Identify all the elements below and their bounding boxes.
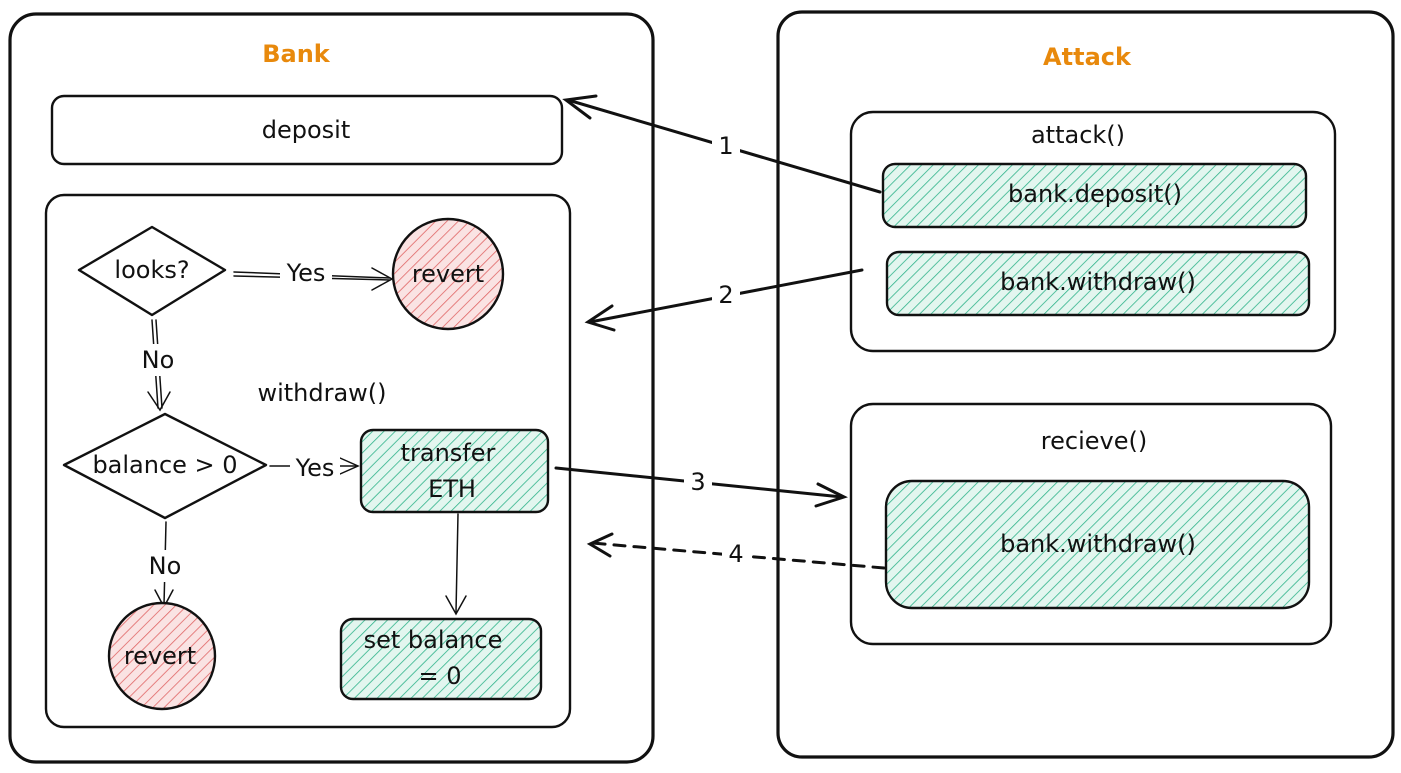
bank-title: Bank	[262, 40, 331, 68]
no-arrow-top: No	[136, 319, 180, 412]
bank-container: Bank	[8, 12, 655, 764]
withdraw-call-label: bank.withdraw()	[1000, 268, 1196, 296]
revert-top-node: revert	[391, 217, 505, 331]
withdraw-call-node: bank.withdraw()	[885, 250, 1311, 317]
arrow-1: 1	[562, 94, 882, 194]
deposit-label: deposit	[262, 116, 351, 144]
withdraw-box: withdraw()	[44, 193, 572, 729]
no-label-top: No	[142, 346, 175, 374]
arrow-3-label: 3	[690, 468, 705, 496]
set-balance-node: set balance = 0	[339, 617, 543, 701]
balance-decision: balance > 0	[62, 412, 268, 520]
receive-withdraw-label: bank.withdraw()	[1000, 530, 1196, 558]
transfer-label-line2: ETH	[428, 475, 476, 503]
attack-container: Attack	[776, 10, 1395, 759]
transfer-label-line1: transfer	[401, 439, 496, 467]
attack-function-label: attack()	[1031, 121, 1125, 149]
no-arrow-bottom: No	[140, 521, 188, 609]
set-balance-line1: set balance	[364, 626, 503, 654]
yes-label-bottom: Yes	[295, 454, 335, 482]
balance-label: balance > 0	[92, 451, 237, 479]
deposit-call-label: bank.deposit()	[1008, 180, 1182, 208]
arrow-1-label: 1	[718, 132, 733, 160]
revert-bottom-label: revert	[124, 642, 196, 670]
transfer-eth-node: transfer ETH	[359, 428, 550, 514]
receive-function-box: recieve()	[849, 402, 1333, 646]
revert-bottom-node: revert	[107, 601, 217, 711]
looks-label: looks?	[114, 256, 189, 284]
set-balance-line2: = 0	[418, 662, 461, 690]
looks-decision: looks?	[77, 225, 227, 317]
arrow-4-label: 4	[728, 540, 743, 568]
attack-title: Attack	[1043, 43, 1132, 71]
attack-function-box: attack()	[849, 110, 1337, 353]
transfer-to-set-arrow	[445, 513, 467, 616]
arrow-4: 4	[586, 532, 886, 570]
arrow-2-label: 2	[718, 281, 733, 309]
arrow-2: 2	[584, 268, 864, 332]
yes-arrow-bottom: Yes	[269, 452, 360, 482]
no-label-bottom: No	[149, 552, 182, 580]
deposit-call-node: bank.deposit()	[881, 162, 1308, 229]
yes-label-top: Yes	[286, 259, 326, 287]
receive-withdraw-node: bank.withdraw()	[884, 479, 1311, 610]
arrow-3: 3	[554, 466, 848, 508]
yes-arrow-top: Yes	[233, 257, 394, 291]
withdraw-label: withdraw()	[257, 379, 386, 407]
revert-top-label: revert	[412, 260, 484, 288]
receive-function-label: recieve()	[1041, 427, 1147, 455]
deposit-box: deposit	[50, 94, 564, 166]
